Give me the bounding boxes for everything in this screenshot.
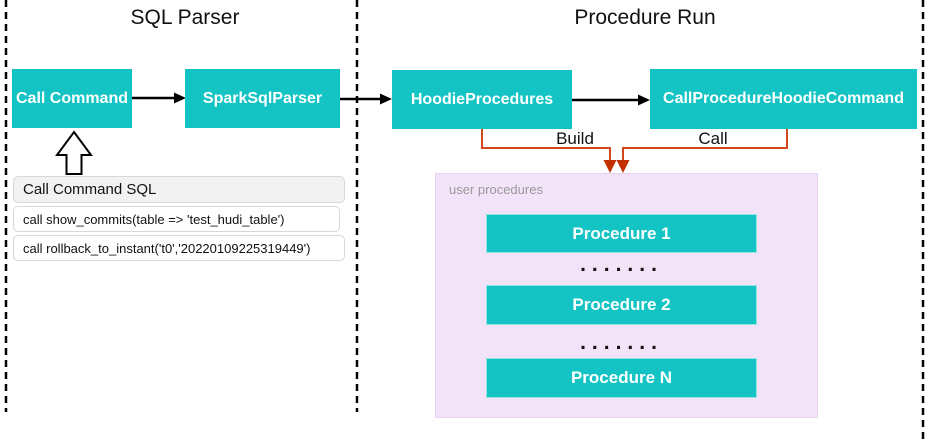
node-call-procedure-hoodie-command: CallProcedureHoodieCommand <box>650 69 917 129</box>
procedure-run-region-title: Procedure Run <box>574 6 716 29</box>
node-call-command: Call Command <box>12 69 132 128</box>
procedure-box-n: Procedure N <box>486 358 757 398</box>
ellipsis-dots: ....... <box>580 331 663 354</box>
block-up-arrow-icon <box>55 130 93 175</box>
arrow-sparksqlparser-to-hoodieprocedures <box>340 93 392 105</box>
procedure-box-1: Procedure 1 <box>486 214 757 253</box>
sql-panel-header: Call Command SQL <box>13 176 345 203</box>
sql-statement-row: call show_commits(table => 'test_hudi_ta… <box>13 206 340 232</box>
arrow-callcommand-to-sparksqlparser <box>132 92 186 104</box>
call-label: Call <box>698 129 728 148</box>
user-procedures-container: user procedures Procedure 1 ....... Proc… <box>435 173 818 418</box>
sql-parser-region-title: SQL Parser <box>130 6 240 29</box>
build-arrowhead-icon <box>603 160 617 173</box>
node-spark-sql-parser: SparkSqlParser <box>185 69 340 128</box>
call-arrowhead-icon <box>616 160 630 173</box>
arrow-hoodieprocedures-to-callprocedure <box>572 94 650 106</box>
procedure-box-2: Procedure 2 <box>486 285 757 325</box>
ellipsis-dots: ....... <box>580 253 663 276</box>
sql-statement-row: call rollback_to_instant('t0','202201092… <box>13 235 345 261</box>
node-hoodie-procedures: HoodieProcedures <box>392 70 572 129</box>
build-label: Build <box>556 129 594 148</box>
user-procedures-label: user procedures <box>449 182 543 197</box>
